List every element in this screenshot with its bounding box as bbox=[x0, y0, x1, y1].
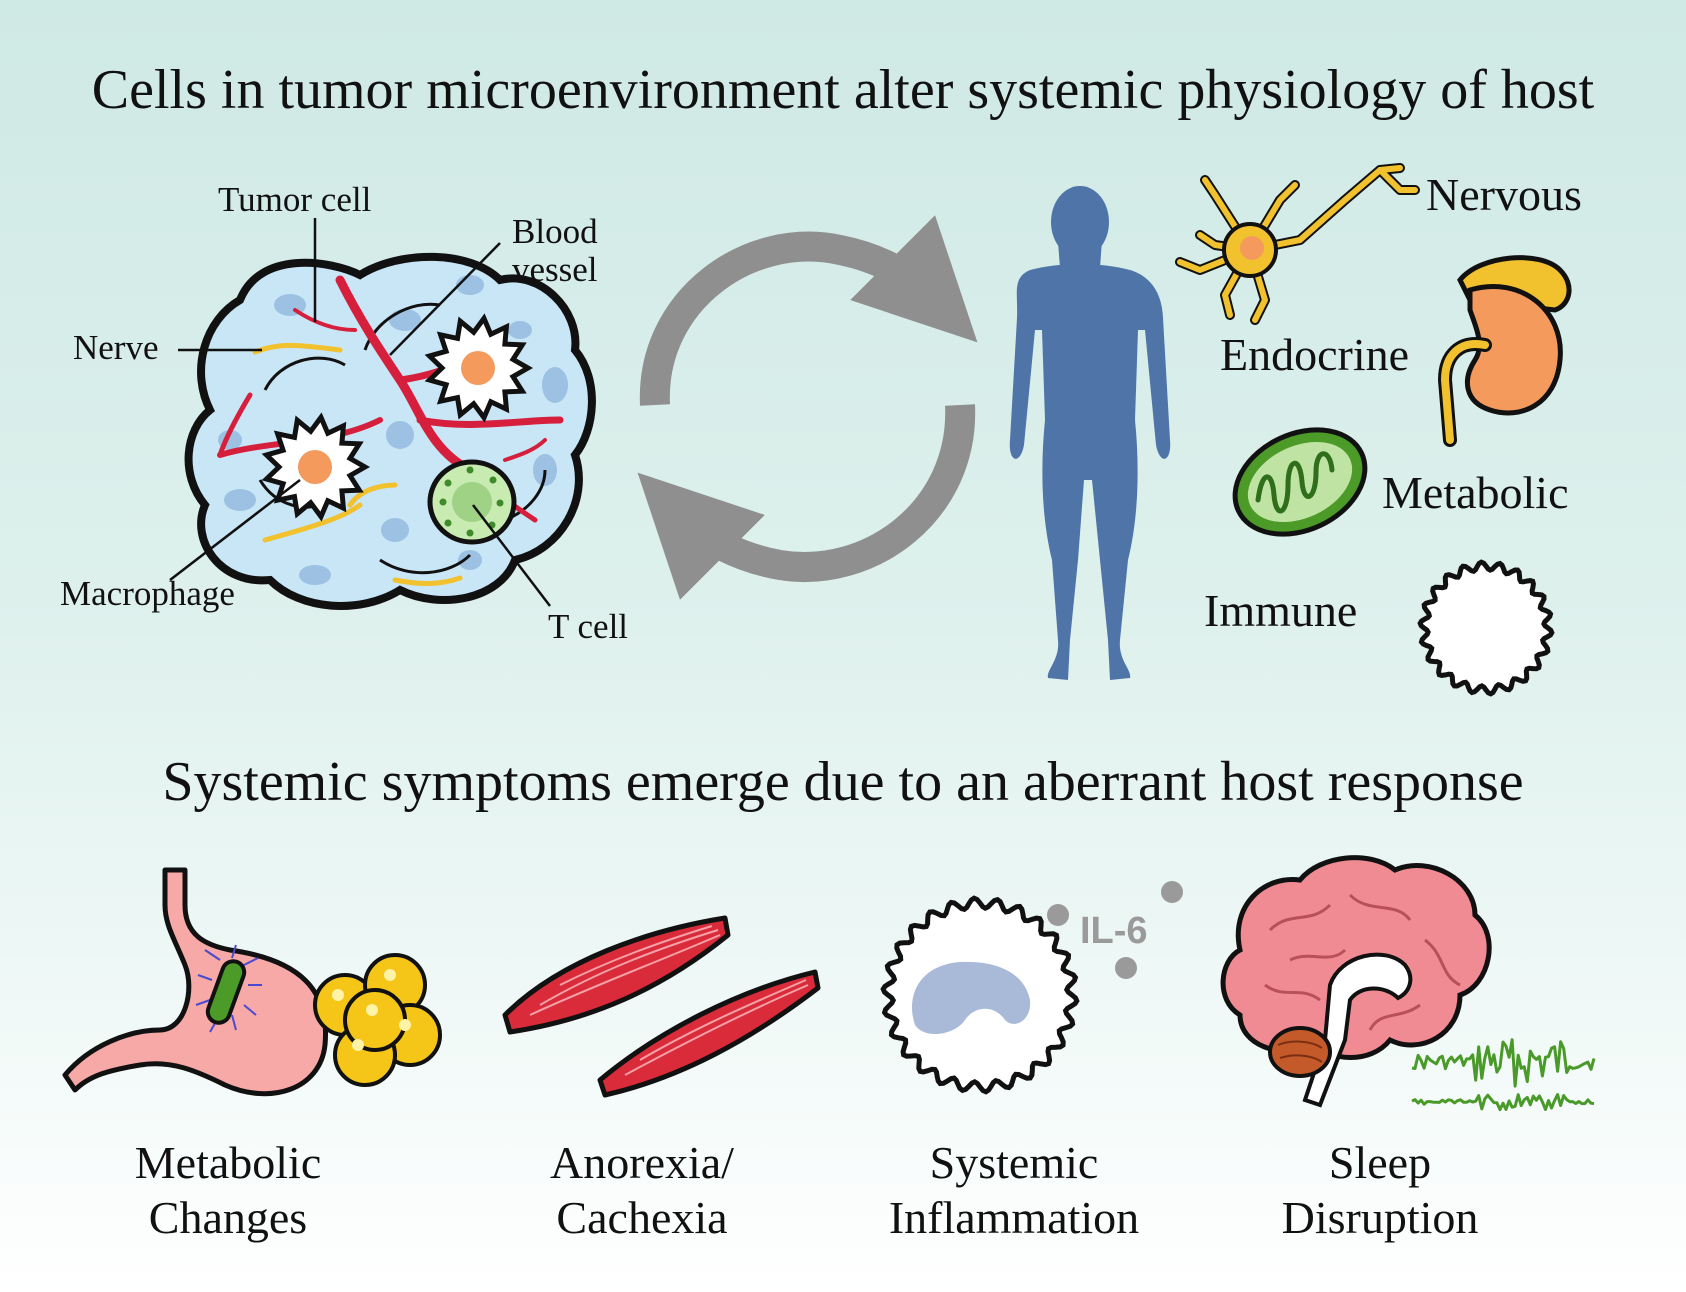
immune-label: Immune bbox=[1204, 585, 1358, 636]
middle-title: Systemic symptoms emerge due to an aberr… bbox=[162, 751, 1524, 813]
blood-vessel-label-line1: Blood bbox=[512, 212, 598, 251]
symptom-caption-line2: Changes bbox=[148, 1192, 308, 1244]
symptom-caption-line1: Anorexia/ bbox=[550, 1137, 734, 1188]
symptom-caption-inflammation: Systemic Inflammation bbox=[834, 1135, 1194, 1245]
t-cell-label: T cell bbox=[548, 607, 629, 646]
kidney-adrenal-icon bbox=[1437, 255, 1572, 447]
tumor-cell-label: Tumor cell bbox=[218, 180, 372, 219]
immune-cell-icon bbox=[1417, 559, 1555, 697]
neuron-icon bbox=[1175, 163, 1420, 325]
muscle-fibers-icon bbox=[502, 915, 821, 1098]
endocrine-label: Endocrine bbox=[1220, 329, 1410, 380]
mitochondrion-icon bbox=[1232, 427, 1368, 537]
il6-label: IL-6 bbox=[1080, 910, 1148, 952]
symptom-caption-cachexia: Anorexia/ Cachexia bbox=[462, 1135, 822, 1245]
brain-icon bbox=[1220, 855, 1492, 1108]
human-body-icon bbox=[1009, 186, 1171, 680]
nervous-label: Nervous bbox=[1426, 169, 1582, 220]
macrophage-leader-line bbox=[169, 479, 301, 581]
cell-nucleus-icon bbox=[912, 961, 1031, 1035]
blood-vessel-label-line2: vessel bbox=[512, 250, 598, 289]
symptom-caption-metabolic: Metabolic Changes bbox=[48, 1135, 408, 1245]
macrophage-label: Macrophage bbox=[60, 574, 235, 613]
symptom-caption-line2: Disruption bbox=[1281, 1192, 1479, 1244]
cytokine-dots-icon bbox=[1047, 881, 1183, 979]
symptom-caption-line1: Sleep bbox=[1328, 1137, 1432, 1188]
metabolic-label: Metabolic bbox=[1382, 467, 1569, 518]
fat-cells-icon bbox=[313, 953, 442, 1087]
symptom-caption-line1: Systemic bbox=[929, 1137, 1099, 1188]
symptom-caption-line1: Metabolic bbox=[134, 1137, 322, 1188]
symptom-caption-sleep: Sleep Disruption bbox=[1200, 1135, 1560, 1245]
t-cell-leader-line bbox=[472, 504, 551, 607]
nerve-label: Nerve bbox=[73, 328, 159, 367]
symptom-caption-line2: Cachexia bbox=[556, 1192, 728, 1244]
top-title: Cells in tumor microenvironment alter sy… bbox=[91, 59, 1595, 121]
tumor-microenvironment-icon bbox=[169, 218, 596, 610]
symptom-caption-line2: Inflammation bbox=[888, 1192, 1140, 1244]
cycle-arrows-icon bbox=[637, 215, 978, 600]
stomach-icon bbox=[62, 867, 329, 1097]
sleep-eeg-trace-icon bbox=[1411, 1038, 1596, 1112]
blood-vessel-leader-line bbox=[389, 242, 501, 356]
